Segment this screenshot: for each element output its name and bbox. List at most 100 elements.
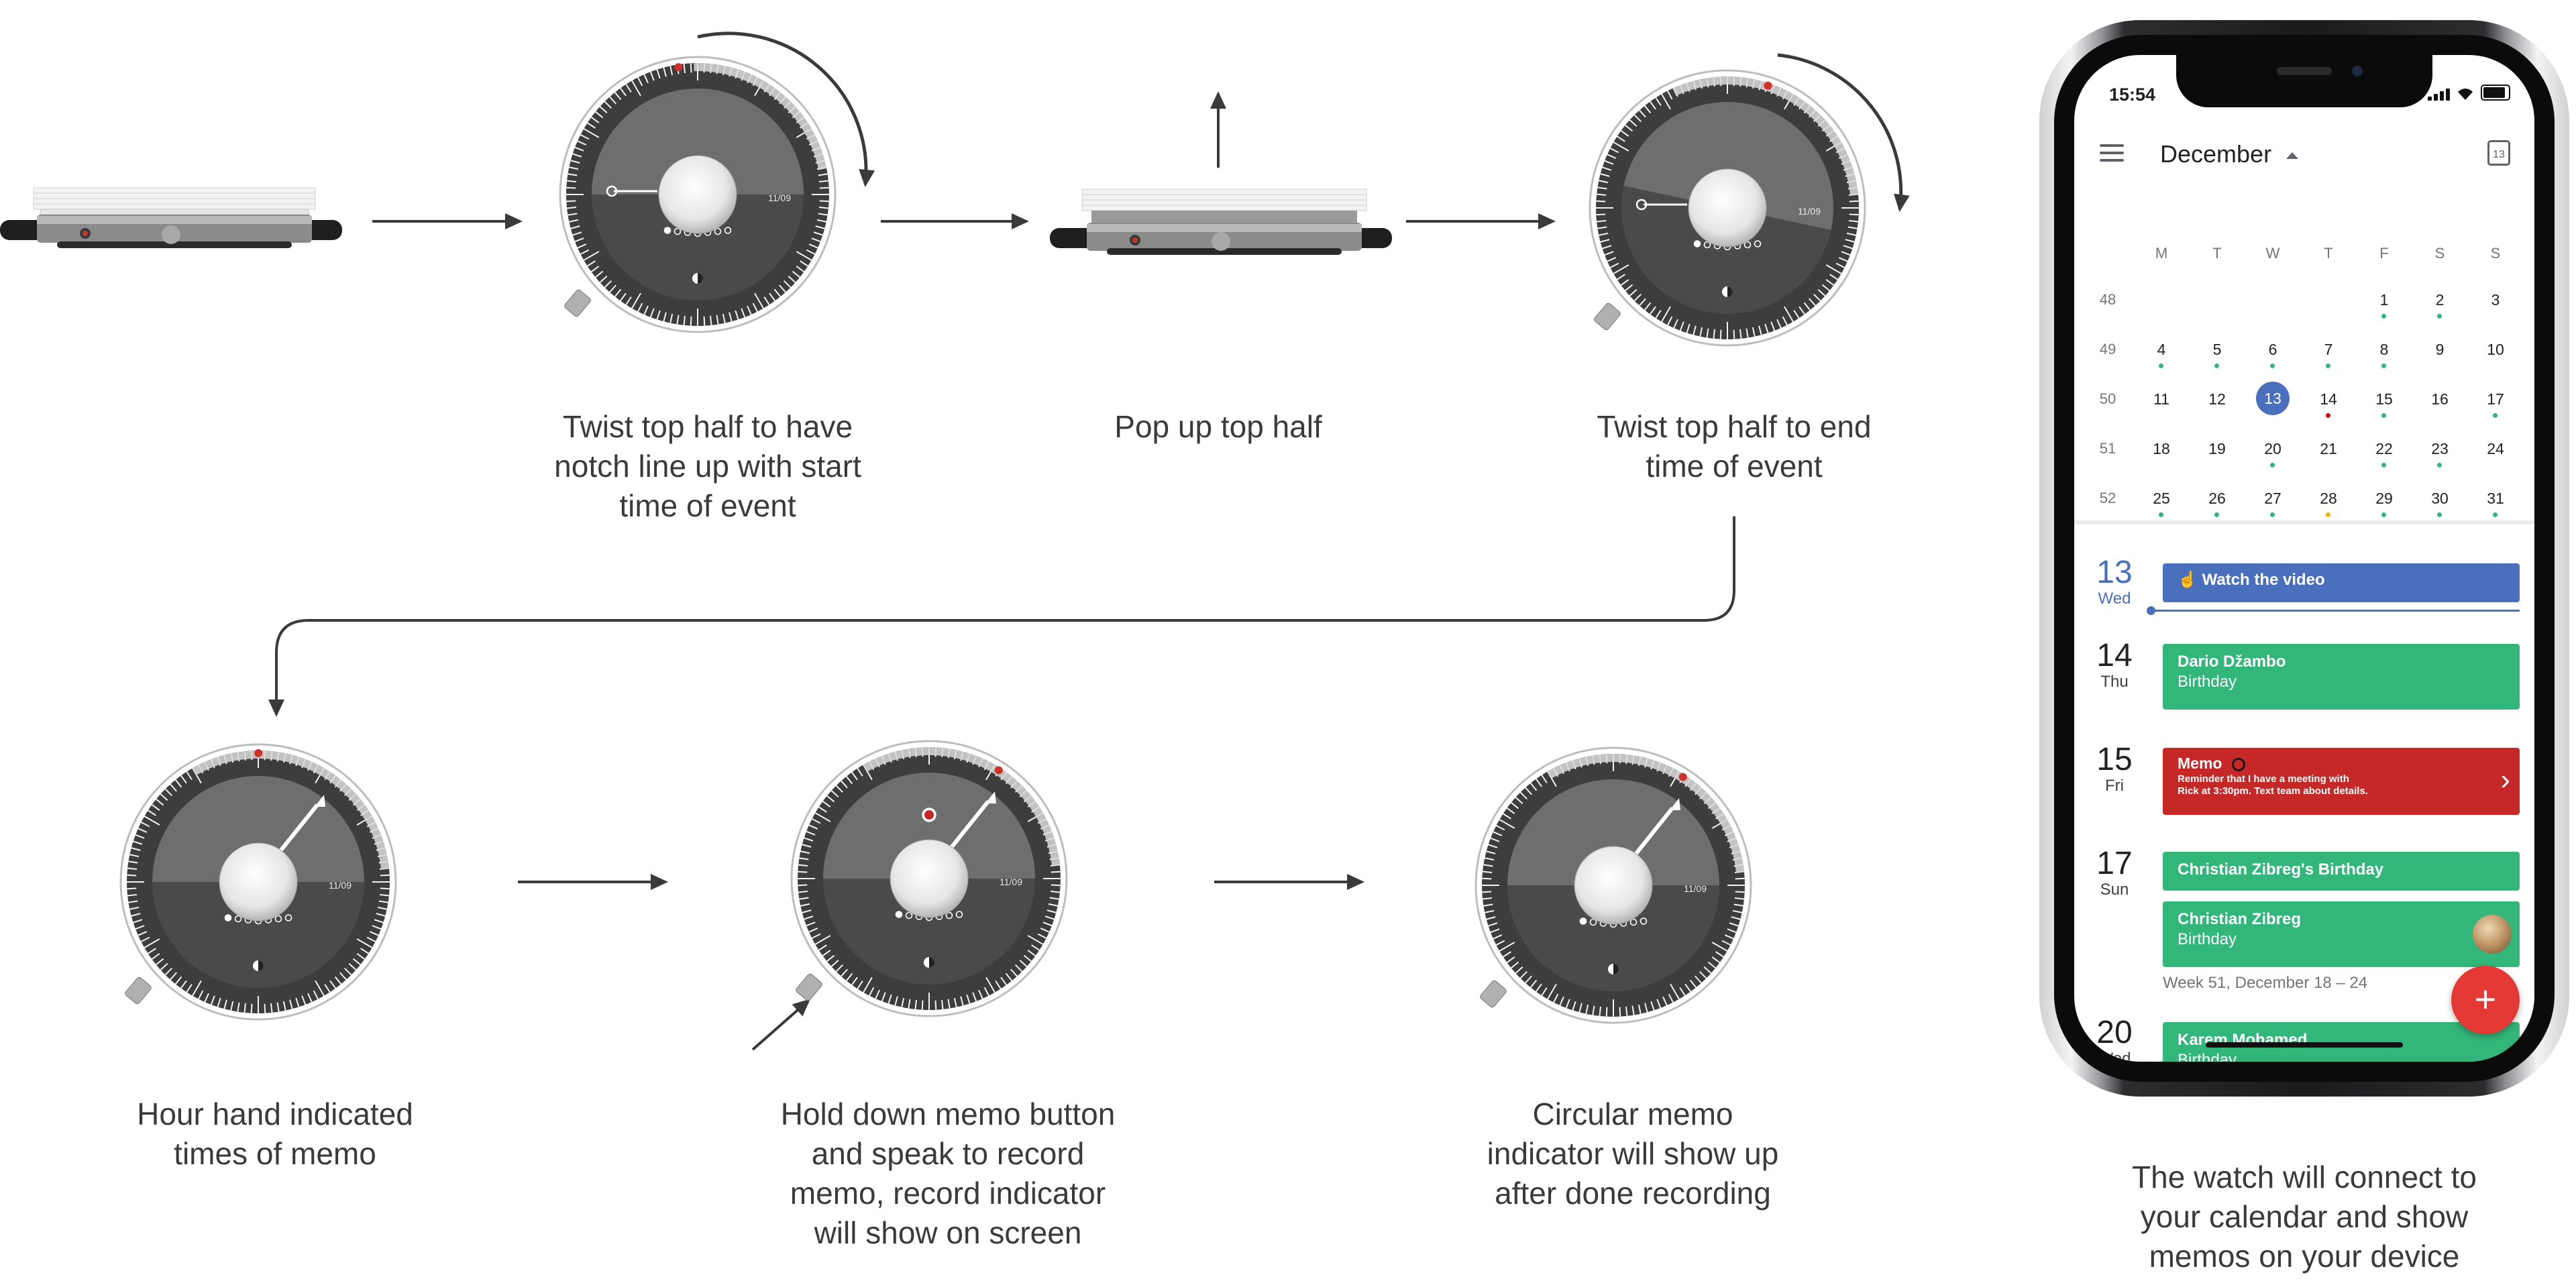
watch-side-view-closed [0, 187, 342, 248]
caret-up-icon[interactable] [2286, 152, 2298, 159]
avatar [2473, 915, 2512, 954]
event-karem-birthday[interactable]: Karem Mohamed Birthday [2163, 1022, 2520, 1062]
agenda-day-of-week: Fri [2105, 777, 2124, 795]
week-number: 48 [2099, 291, 2116, 308]
day-cell-21[interactable]: 21 [2320, 440, 2337, 457]
caption-line: will show on screen [814, 1215, 1082, 1250]
caption-line: Twist top half to have [562, 409, 853, 444]
weekday-label: S [2434, 245, 2445, 262]
day-cell-28[interactable]: 28 [2320, 490, 2337, 507]
day-cell-22[interactable]: 22 [2375, 440, 2393, 457]
memo-indicator-dots [1579, 917, 1648, 928]
status-icons [2428, 85, 2510, 101]
caption-line: The watch will connect to [2132, 1160, 2477, 1194]
center-knob [1574, 846, 1653, 925]
day-cell-30[interactable]: 30 [2431, 490, 2449, 507]
week-number: 51 [2099, 440, 2116, 457]
event-dario-birthday[interactable]: Dario Džambo Birthday [2163, 644, 2520, 710]
week-number: 50 [2099, 390, 2116, 407]
day-cell-3[interactable]: 3 [2491, 291, 2500, 309]
caption-line: Twist top half to end [1597, 409, 1872, 444]
caption-step2: Pop up top half [1017, 407, 1419, 447]
chevron-right-icon[interactable]: › [2500, 763, 2510, 796]
agenda-day-number: 15 [2096, 742, 2133, 777]
calendar-header: December 13 [2074, 119, 2534, 186]
day-cell-18[interactable]: 18 [2153, 440, 2170, 457]
time-range-arc [1547, 754, 1745, 873]
date-label: 11/09 [1000, 877, 1022, 887]
event-dot [2270, 512, 2275, 517]
day-cell-1[interactable]: 1 [2379, 291, 2389, 309]
day-cell-4[interactable]: 4 [2157, 341, 2166, 358]
menu-icon[interactable] [2100, 144, 2124, 162]
day-cell-29[interactable]: 29 [2375, 490, 2393, 507]
hour-hand [1630, 807, 1674, 860]
dial-top-half [1507, 779, 1719, 885]
week-number: 52 [2099, 490, 2116, 506]
day-cell-23[interactable]: 23 [2431, 440, 2449, 457]
agenda-date-14: 14 Thu [2074, 638, 2155, 691]
time-range-arc [694, 63, 827, 170]
caption-line: notch line up with start [554, 449, 861, 484]
event-memo[interactable]: Memo Reminder that I have a meeting with… [2163, 748, 2520, 815]
event-watch-video[interactable]: ☝ Watch the video [2163, 563, 2520, 602]
battery-icon [2481, 85, 2510, 101]
add-event-button[interactable]: + [2451, 966, 2520, 1034]
event-christian-birthday[interactable]: Christian Zibreg Birthday [2163, 901, 2520, 967]
memo-button-icon [1594, 302, 1621, 331]
day-cell-17[interactable]: 17 [2487, 390, 2504, 408]
month-title[interactable]: December [2160, 140, 2272, 168]
event-dot [2437, 314, 2442, 319]
arrow-press-button [751, 999, 811, 1051]
agenda-day-number: 14 [2096, 638, 2133, 673]
day-cell-24[interactable]: 24 [2487, 440, 2504, 457]
caption-line: after done recording [1495, 1176, 1771, 1211]
caption-step5: Hold down memo button and speak to recor… [747, 1095, 1149, 1253]
day-cell-12[interactable]: 12 [2208, 390, 2226, 408]
day-cell-15[interactable]: 15 [2375, 390, 2393, 408]
day-cell-16[interactable]: 16 [2431, 390, 2449, 408]
date-label: 11/09 [1684, 883, 1707, 894]
day-cell-13[interactable]: 13 [2256, 382, 2290, 415]
event-subtitle: Birthday [2178, 1051, 2237, 1062]
center-knob [658, 155, 737, 234]
arrow-row-connector [268, 516, 1735, 717]
caption-line: and speak to record [811, 1136, 1085, 1171]
event-dot [2493, 512, 2498, 517]
day-cell-25[interactable]: 25 [2153, 490, 2170, 507]
phone-notch [2176, 55, 2432, 107]
event-dot [2326, 413, 2330, 418]
watch-face-step5: 11/09 [790, 740, 1068, 1017]
day-cell-11[interactable]: 11 [2153, 390, 2169, 408]
day-cell-20[interactable]: 20 [2264, 440, 2282, 457]
day-cell-31[interactable]: 31 [2487, 490, 2504, 507]
day-cell-9[interactable]: 9 [2435, 341, 2445, 358]
agenda-date-17: 17 Sun [2074, 846, 2155, 899]
event-dot [2270, 364, 2275, 368]
day-cell-14[interactable]: 14 [2320, 390, 2337, 408]
dial-top-half [592, 89, 804, 194]
home-indicator[interactable] [2206, 1042, 2403, 1048]
weekday-label: S [2490, 245, 2501, 262]
day-cell-2[interactable]: 2 [2435, 291, 2445, 309]
day-cell-7[interactable]: 7 [2324, 341, 2333, 358]
weekday-header: M T W T F S S [2074, 245, 2534, 265]
memo-button-icon [564, 289, 591, 317]
caption-step7: The watch will connect to your calendar … [2103, 1158, 2506, 1276]
today-calendar-icon[interactable]: 13 [2487, 140, 2510, 166]
event-christian-birthday-allday[interactable]: Christian Zibreg's Birthday [2163, 852, 2520, 891]
week-number: 49 [2099, 341, 2116, 357]
event-title: Memo [2178, 753, 2505, 773]
event-dot [2326, 364, 2330, 368]
day-cell-26[interactable]: 26 [2208, 490, 2226, 507]
day-cell-10[interactable]: 10 [2487, 341, 2504, 358]
day-cell-19[interactable]: 19 [2208, 440, 2226, 457]
day-cell-6[interactable]: 6 [2268, 341, 2277, 358]
day-cell-27[interactable]: 27 [2264, 490, 2282, 507]
agenda-day-of-week: Thu [2100, 673, 2129, 691]
day-cell-8[interactable]: 8 [2379, 341, 2389, 358]
event-title: Christian Zibreg [2178, 910, 2302, 928]
day-cell-5[interactable]: 5 [2212, 341, 2222, 358]
